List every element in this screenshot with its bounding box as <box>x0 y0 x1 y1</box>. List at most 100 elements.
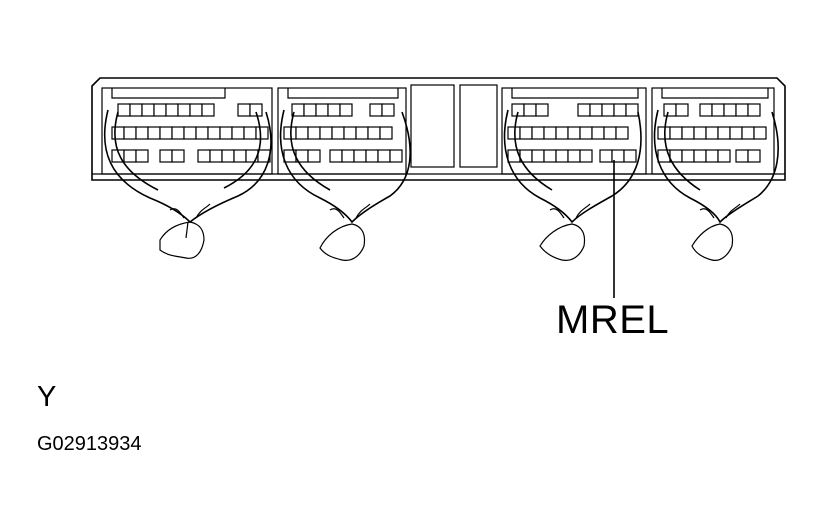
terminal-cavity <box>379 126 393 140</box>
terminal-cavity <box>589 103 603 117</box>
terminal-cavity <box>283 126 297 140</box>
terminal-cavity <box>531 149 545 163</box>
terminal-cavity <box>535 103 549 117</box>
terminal-cavity <box>243 126 257 140</box>
terminal-cavity <box>123 149 137 163</box>
terminal-cavity <box>601 103 615 117</box>
terminal-cavity <box>599 149 613 163</box>
terminal-cavity <box>613 103 627 117</box>
terminal-callout-label: MREL <box>556 298 670 342</box>
terminal-cavity <box>219 126 233 140</box>
connector-center-slot-left <box>410 84 455 168</box>
terminal-cavity <box>735 103 749 117</box>
terminal-cavity <box>623 149 637 163</box>
terminal-cavity <box>207 126 221 140</box>
terminal-cavity <box>307 149 321 163</box>
terminal-cavity <box>693 149 707 163</box>
terminal-cavity <box>249 103 263 117</box>
terminal-cavity <box>153 103 167 117</box>
view-letter: Y <box>37 381 57 413</box>
wire-harness-4 <box>653 109 779 261</box>
terminal-cavity <box>331 126 345 140</box>
connector-block-3 <box>501 87 647 175</box>
terminal-cavity <box>519 126 533 140</box>
terminal-cavity <box>693 126 707 140</box>
terminal-cavity <box>579 149 593 163</box>
terminal-cavity <box>159 126 173 140</box>
terminal-cavity <box>699 103 713 117</box>
terminal-cavity <box>507 126 521 140</box>
connector-block-1 <box>101 87 273 175</box>
terminal-cavity <box>159 149 173 163</box>
terminal-cavity <box>201 103 215 117</box>
terminal-cavity <box>591 126 605 140</box>
terminal-cavity <box>329 149 343 163</box>
terminal-cavity <box>315 103 329 117</box>
terminal-cavity <box>567 149 581 163</box>
terminal-cavity <box>735 149 749 163</box>
terminal-cavity <box>341 149 355 163</box>
terminal-cavity <box>123 126 137 140</box>
terminal-cavity <box>165 103 179 117</box>
terminal-cavity <box>129 103 143 117</box>
terminal-cavity <box>729 126 743 140</box>
terminal-cavity <box>747 149 761 163</box>
terminal-cavity <box>147 126 161 140</box>
terminal-cavity <box>209 149 223 163</box>
terminal-cavity <box>681 126 695 140</box>
terminal-cavity <box>195 126 209 140</box>
terminal-cavity <box>233 149 247 163</box>
terminal-cavity <box>741 126 755 140</box>
connector-block-2 <box>277 87 407 175</box>
terminal-cavity <box>567 126 581 140</box>
terminal-cavity <box>705 126 719 140</box>
terminal-cavity <box>177 103 191 117</box>
terminal-cavity <box>197 149 211 163</box>
terminal-cavity <box>579 126 593 140</box>
terminal-cavity <box>319 126 333 140</box>
terminal-cavity <box>365 149 379 163</box>
wire-harness-2 <box>279 109 411 261</box>
connector-block-4 <box>651 87 775 175</box>
terminal-cavity <box>339 103 353 117</box>
terminal-cavity <box>171 126 185 140</box>
terminal-cavity <box>523 103 537 117</box>
wire-harness-3 <box>503 109 642 261</box>
terminal-cavity <box>717 149 731 163</box>
terminal-cavity <box>753 126 767 140</box>
terminal-cavity <box>717 126 731 140</box>
terminal-cavity <box>355 126 369 140</box>
terminal-cavity <box>307 126 321 140</box>
terminal-cavity <box>111 126 125 140</box>
terminal-cavity <box>711 103 725 117</box>
terminal-cavity <box>255 126 269 140</box>
terminal-cavity <box>675 103 689 117</box>
terminal-cavity <box>681 149 695 163</box>
terminal-cavity <box>367 126 381 140</box>
terminal-cavity <box>221 149 235 163</box>
terminal-cavity <box>705 149 719 163</box>
terminal-cavity <box>343 126 357 140</box>
wire-harness-1 <box>103 109 272 259</box>
terminal-cavity <box>353 149 367 163</box>
terminal-cavity <box>377 149 391 163</box>
terminal-cavity <box>603 126 617 140</box>
terminal-cavity <box>141 103 155 117</box>
terminal-cavity <box>531 126 545 140</box>
connector-center-slot-right <box>459 84 498 168</box>
terminal-cavity <box>303 103 317 117</box>
terminal-cavity <box>543 149 557 163</box>
terminal-cavity <box>231 126 245 140</box>
connector-terminals <box>111 103 767 163</box>
terminal-cavity <box>369 103 383 117</box>
terminal-cavity <box>555 149 569 163</box>
terminal-cavity <box>135 126 149 140</box>
terminal-cavity <box>669 126 683 140</box>
terminal-cavity <box>237 103 251 117</box>
terminal-cavity <box>389 149 403 163</box>
terminal-cavity <box>245 149 259 163</box>
figure-code: G02913934 <box>37 433 142 455</box>
terminal-cavity <box>381 103 395 117</box>
terminal-cavity <box>555 126 569 140</box>
terminal-cavity <box>171 149 185 163</box>
